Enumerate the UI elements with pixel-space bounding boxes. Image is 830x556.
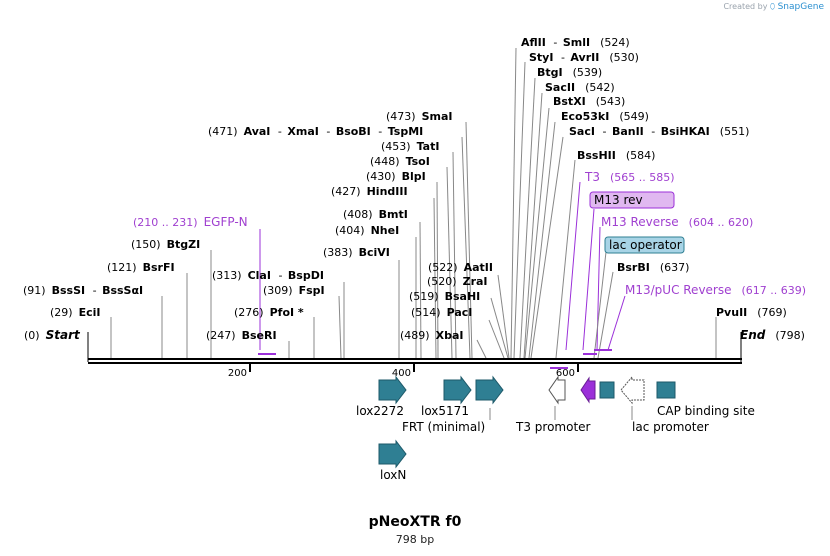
- site-zrai: (520)ZraI: [427, 275, 488, 288]
- lac-promoter-arrow-icon: [620, 375, 645, 405]
- ruler-labels: 200 400 600: [228, 368, 575, 379]
- primer-egfp-n: (210 .. 231)EGFP-N: [133, 215, 248, 229]
- site-bmti: (408)BmtI: [343, 208, 408, 221]
- primer-bars: [258, 349, 612, 369]
- t3-promoter-arrow-icon: [548, 375, 566, 405]
- site-bsrbi: BsrBI(637): [617, 261, 689, 274]
- primer-m13-puc-reverse: M13/pUC Reverse(617 .. 639): [625, 283, 806, 297]
- frt-minimal-arrow-icon: [475, 375, 504, 405]
- lox5171-arrow-icon: [443, 375, 472, 405]
- site-tati: (453)TatI: [381, 140, 439, 153]
- site-start: (0)Start: [24, 328, 81, 342]
- site-bsssi: (91)BssSI - BssSαI: [23, 284, 143, 297]
- site-bstxi: BstXI(543): [553, 95, 625, 108]
- site-eco53ki: Eco53kI(549): [561, 110, 649, 123]
- site-tsoi: (448)TsoI: [370, 155, 430, 168]
- site-nhei: (404)NheI: [335, 224, 399, 237]
- feature-cap-binding-site: CAP binding site: [657, 404, 755, 418]
- primer-t3: T3(565 .. 585): [584, 170, 675, 184]
- site-bseri: (247)BseRI: [206, 329, 277, 342]
- site-saci: SacI - BanII - BsiHKAI(551): [569, 125, 749, 138]
- site-bsrfi: (121)BsrFI: [107, 261, 175, 274]
- credit-created-by: Created by: [723, 2, 768, 11]
- m13-reverse-arrow-icon: [580, 376, 596, 404]
- site-end: End(798): [740, 328, 805, 342]
- site-clai: (313)ClaI - BspDI: [212, 269, 324, 282]
- site-ecii: (29)EciI: [50, 306, 101, 319]
- m13-rev-box: [589, 191, 675, 209]
- site-bcivi: (383)BciVI: [323, 246, 390, 259]
- feature-lac-operator: lac operator: [609, 238, 682, 252]
- site-aflii: AflII - SmlI(524): [521, 36, 630, 49]
- lac-operator-label-box: [604, 236, 685, 254]
- primer-bar-m13-reverse: [583, 353, 597, 355]
- feature-lox2272: lox2272: [356, 404, 404, 418]
- site-blpi: (430)BlpI: [366, 170, 426, 183]
- credit-brand: SnapGene: [777, 2, 824, 12]
- snapgene-logo-icon: ⬯: [770, 2, 776, 11]
- site-fspi: (309)FspI: [263, 284, 325, 297]
- primer-m13-rev: M13 rev: [594, 193, 643, 207]
- ruler-ticks: [249, 364, 579, 372]
- svg-text:End(798): End(798): [740, 328, 805, 342]
- leader-lines: [110, 47, 717, 359]
- site-paci: (514)PacI: [411, 306, 472, 319]
- feature-frt-minimal: FRT (minimal): [402, 420, 485, 434]
- ruler-tick-label: 600: [556, 368, 575, 379]
- site-smai: (473)SmaI: [386, 110, 453, 123]
- site-avai: (471)AvaI - XmaI - BsoBI - TspMI: [208, 125, 423, 138]
- feature-leaders: [489, 406, 633, 420]
- lac-operator-box-icon: [599, 381, 615, 399]
- feature-lox5171: lox5171: [421, 404, 469, 418]
- site-bsshii: BssHII(584): [577, 149, 655, 162]
- site-pvuii: PvuII(769): [716, 306, 787, 319]
- map-size: 798 bp: [395, 533, 435, 546]
- site-aatii: (522)AatII: [428, 261, 493, 274]
- ruler-tick-label: 200: [228, 368, 247, 379]
- site-btgzi: (150)BtgZI: [131, 238, 200, 251]
- restriction-site-labels: (0)Start End(798) (29)EciI (91)BssSI - B…: [23, 36, 805, 342]
- primer-bar-egfp-n: [258, 353, 276, 355]
- site-btgi: BtgI(539): [537, 66, 602, 79]
- site-hindiii: (427)HindIII: [331, 185, 408, 198]
- ruler-tick-label: 400: [392, 368, 411, 379]
- snapgene-credit: Created by ⬯ SnapGene: [723, 2, 824, 12]
- primer-bar-m13-puc-reverse: [594, 349, 612, 351]
- feature-labels: lox2272 lox5171 FRT (minimal) T3 promote…: [356, 404, 755, 482]
- cap-binding-site-box-icon: [656, 381, 676, 399]
- site-sacii: SacII(542): [545, 81, 615, 94]
- map-title: pNeoXTR f0: [368, 514, 462, 530]
- site-bsahi: (519)BsaHI: [409, 290, 480, 303]
- primer-bar-t3: [550, 367, 568, 369]
- feature-t3-promoter: T3 promoter: [515, 420, 591, 434]
- site-pfoi: (276)PfoI *: [234, 306, 304, 319]
- site-xbai: (489)XbaI: [400, 329, 463, 342]
- primer-m13-reverse: M13 Reverse(604 .. 620): [601, 215, 753, 229]
- feature-lac-promoter: lac promoter: [632, 420, 709, 434]
- feature-loxn: loxN: [380, 468, 406, 482]
- site-styi: StyI - AvrII(530): [529, 51, 639, 64]
- svg-text:(0)Start: (0)Start: [24, 328, 81, 342]
- primer-labels: (210 .. 231)EGFP-N T3(565 .. 585) M13 Re…: [133, 170, 806, 297]
- lac-operator-leader: [593, 251, 607, 359]
- boxed-labels: M13 rev lac operator: [589, 191, 685, 254]
- lox2272-arrow-icon: [378, 375, 407, 405]
- loxn-arrow-icon: [378, 439, 407, 469]
- feature-arrows: [378, 375, 676, 469]
